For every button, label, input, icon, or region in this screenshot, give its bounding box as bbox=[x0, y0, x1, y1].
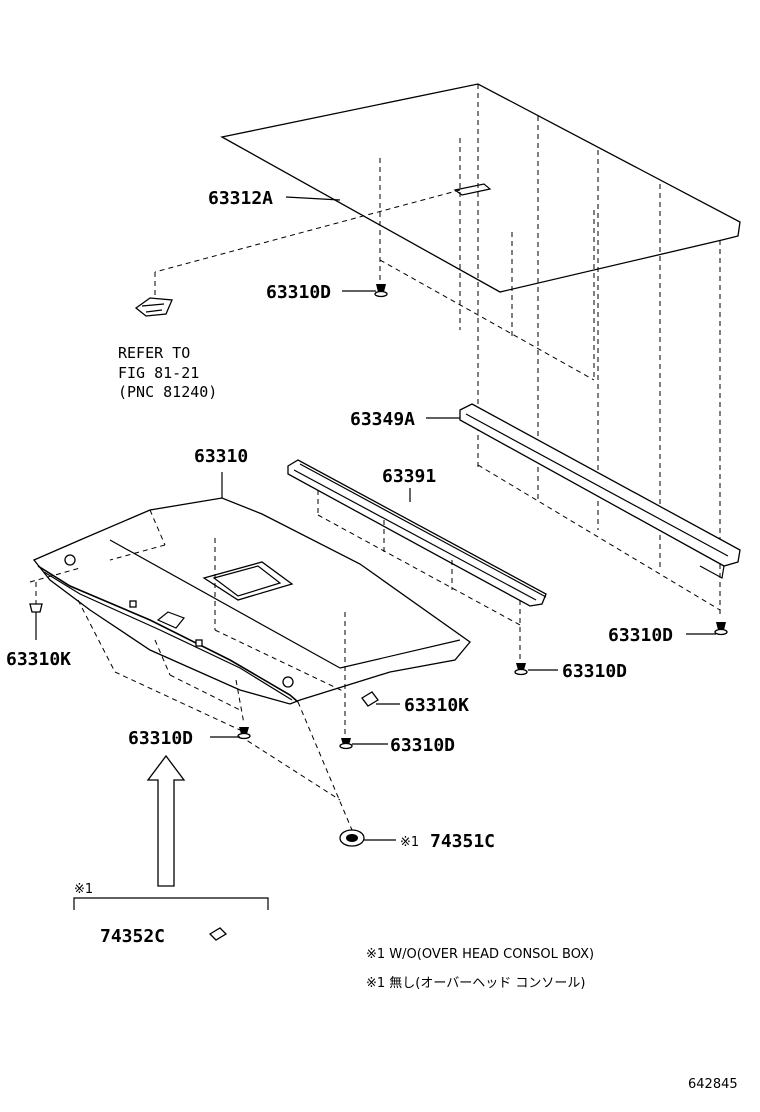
roof-panel-63312A bbox=[154, 83, 741, 618]
clip-63310K-left bbox=[29, 603, 43, 640]
clip-63310D-mid bbox=[514, 663, 528, 676]
label-63310K-left: 63310K bbox=[6, 649, 71, 670]
label-63310D-right: 63310D bbox=[608, 625, 673, 646]
clip-63310K-mid bbox=[361, 691, 379, 707]
leader-lines bbox=[210, 196, 716, 841]
note-en: ※1 W/O(OVER HEAD CONSOL BOX) bbox=[366, 947, 594, 962]
cap-74351C bbox=[339, 829, 365, 847]
figure-id: 642845 bbox=[688, 1077, 738, 1092]
map-lamp-part bbox=[134, 297, 173, 317]
rail-63349A bbox=[459, 403, 741, 579]
headliner-63310 bbox=[29, 497, 471, 831]
label-bracket-mark: ※1 bbox=[74, 882, 93, 897]
label-refer-line2: FIG 81-21 bbox=[118, 364, 199, 382]
label-63310D-left: 63310D bbox=[128, 728, 193, 749]
label-63310K-mid: 63310K bbox=[404, 695, 469, 716]
note-jp: ※1 無し(オーバーヘッド コンソール) bbox=[366, 976, 585, 991]
clip-63310D-top bbox=[374, 284, 388, 298]
label-74351C: 74351C bbox=[430, 831, 495, 852]
label-63310D-mid: 63310D bbox=[562, 661, 627, 682]
label-63310D-top: 63310D bbox=[266, 282, 331, 303]
bracket bbox=[73, 897, 269, 910]
clip-63310D-lower bbox=[339, 738, 353, 750]
label-refer-line1: REFER TO bbox=[118, 344, 190, 362]
view-arrow bbox=[146, 754, 186, 887]
label-63391: 63391 bbox=[382, 466, 436, 487]
label-63310: 63310 bbox=[194, 446, 248, 467]
label-63310D-lower: 63310D bbox=[390, 735, 455, 756]
label-74352C: 74352C bbox=[100, 926, 165, 947]
clip-63310D-right bbox=[714, 622, 728, 636]
label-63349A: 63349A bbox=[350, 409, 415, 430]
rail-63391 bbox=[287, 459, 547, 660]
label-63312A: 63312A bbox=[208, 188, 273, 209]
clip-63310D-left bbox=[237, 727, 251, 740]
label-74351C-mark: ※1 bbox=[400, 835, 419, 850]
clip-74352C bbox=[208, 927, 228, 941]
label-refer-line3: (PNC 81240) bbox=[118, 383, 217, 401]
